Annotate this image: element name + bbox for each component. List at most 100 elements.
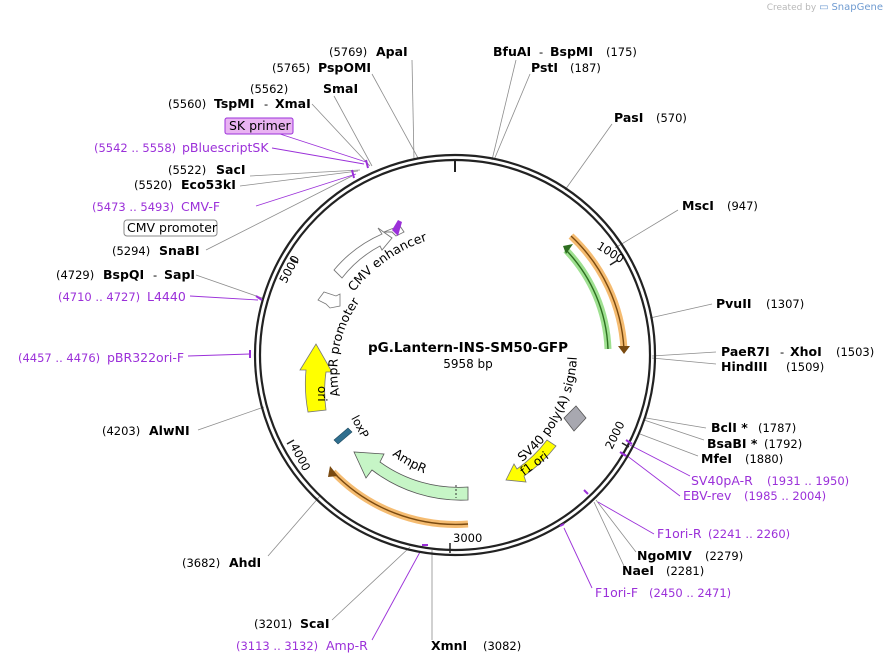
snabi-pos: (5294)	[112, 244, 150, 258]
watermark-brand: SnapGene	[831, 2, 883, 13]
pasi-pos: (570)	[656, 111, 687, 125]
f1ori-feature	[505, 439, 557, 483]
tick-4000-mark	[286, 439, 295, 445]
tick-1000-mark	[609, 259, 619, 266]
green-feature-right	[563, 247, 612, 350]
msci-name: MscI	[682, 198, 714, 213]
msci-pos: (947)	[727, 199, 758, 213]
pspomi-name: PspOMI	[318, 60, 371, 75]
sv40-feature	[563, 405, 587, 432]
snapgene-watermark: Created by ▭ SnapGene	[767, 2, 883, 13]
cmv-violet-mark	[392, 220, 402, 236]
pvuii-name: PvuII	[716, 296, 752, 311]
tick-2000: 2000	[602, 419, 627, 451]
f1orir-name: F1ori-R	[657, 526, 702, 541]
tick-5000-mark	[289, 257, 299, 264]
saci-name: SacI	[216, 162, 246, 177]
f1orif-range: (2450 .. 2471)	[649, 586, 731, 600]
eco53ki-pos: (5520)	[134, 178, 172, 192]
paer7i-sep: -	[780, 345, 784, 359]
hindiii-name: HindIII	[721, 359, 768, 374]
bfuai-name: BfuAI	[493, 44, 531, 59]
naei-pos: (2281)	[666, 564, 704, 578]
loxp-label: loxP	[348, 413, 371, 440]
bcli-name: BclI *	[711, 420, 748, 435]
cmv-enhancer-feature	[333, 227, 393, 279]
green-feature-right-line	[565, 249, 609, 350]
sk-primer-label: SK primer	[229, 118, 292, 133]
paer7i-name: PaeR7I	[721, 344, 770, 359]
watermark-prefix: Created by	[766, 3, 817, 13]
xmni-name: XmnI	[431, 638, 467, 653]
mfei-name: MfeI	[701, 451, 732, 466]
ampr-promoter-feature	[317, 291, 341, 309]
xmni-pos: (3082)	[483, 639, 521, 653]
alwni-pos: (4203)	[102, 424, 140, 438]
ebvrev-name: EBV-rev	[683, 488, 732, 503]
pbluescriptsk-range: (5542 .. 5558)	[94, 141, 176, 155]
bcli-pos: (1787)	[758, 421, 796, 435]
backbone-outer	[253, 153, 657, 557]
sk-primer-box	[224, 117, 294, 135]
ampr-primer-range: (3113 .. 3132)	[236, 639, 318, 653]
pvuii-pos: (1307)	[766, 297, 804, 311]
bsabi-name: BsaBI *	[707, 436, 758, 451]
bsabi-pos: (1792)	[764, 437, 802, 451]
ngomiv-pos: (2279)	[705, 549, 743, 563]
eco53ki-name: Eco53kI	[181, 177, 236, 192]
snapgene-logo: ▭	[819, 2, 829, 13]
saci-pos: (5522)	[168, 163, 206, 177]
orange-feature-bottom-line	[332, 471, 469, 526]
ampr-feature	[353, 451, 469, 501]
tspmi-sep: -	[264, 97, 268, 111]
tspmi-name: TspMI	[214, 96, 254, 111]
ahdi-pos: (3682)	[182, 556, 220, 570]
cmvf-name: CMV-F	[181, 199, 220, 214]
apai-pos: (5769)	[329, 45, 367, 59]
bfuai-pos: (175)	[606, 45, 637, 59]
pbluescriptsk-name: pBluescriptSK	[182, 140, 269, 155]
bfuai-sep: -	[539, 45, 543, 59]
green-right-arrowhead	[563, 244, 573, 254]
snabi-name: SnaBI	[159, 243, 200, 258]
cmv-promoter-label: CMV promoter	[127, 220, 218, 235]
ori-feature	[299, 343, 333, 413]
psti-pos: (187)	[570, 61, 601, 75]
bspmi-name: BspMI	[550, 44, 593, 59]
alwni-name: AlwNI	[149, 423, 190, 438]
f1orir-range: (2241 .. 2260)	[708, 527, 790, 541]
orange-feature-right-line	[570, 235, 625, 350]
ori-label: ori	[315, 386, 329, 402]
naei-name: NaeI	[622, 563, 654, 578]
orange-right-arrowhead	[618, 346, 630, 354]
ebvrev-range: (1985 .. 2004)	[744, 489, 826, 503]
hindiii-pos: (1509)	[786, 360, 824, 374]
tspmi-pos: (5560)	[168, 97, 206, 111]
cmv-promoter-box	[123, 219, 218, 237]
xhoi-name: XhoI	[790, 344, 822, 359]
scai-name: ScaI	[300, 616, 330, 631]
tick-2000-mark	[621, 442, 630, 448]
pbr322ori-range: (4457 .. 4476)	[18, 351, 100, 365]
smai-pos: (5562)	[250, 82, 288, 96]
ahdi-name: AhdI	[229, 555, 261, 570]
scai-pos: (3201)	[254, 617, 292, 631]
orange-bottom-arrowhead	[328, 466, 338, 477]
apai-name: ApaI	[376, 44, 408, 59]
f1orif-name: F1ori-F	[595, 585, 638, 600]
bspqi-pos: (4729)	[56, 268, 94, 282]
sv40par-range: (1931 .. 1950)	[767, 474, 849, 488]
sv40par-name: SV40pA-R	[691, 473, 753, 488]
pasi-name: PasI	[614, 110, 643, 125]
primer-leaders	[187, 133, 691, 641]
sapi-name: SapI	[164, 267, 195, 282]
l4440-range: (4710 .. 4727)	[58, 290, 140, 304]
pbr322ori-name: pBR322ori-F	[107, 350, 184, 365]
bspqi-sep: -	[153, 268, 157, 282]
ngomiv-name: NgoMIV	[637, 548, 692, 563]
xmai-name: XmaI	[275, 96, 311, 111]
pspomi-pos: (5765)	[272, 61, 310, 75]
plasmid-name: pG.Lantern-INS-SM50-GFP	[368, 340, 568, 356]
psti-name: PstI	[531, 60, 558, 75]
